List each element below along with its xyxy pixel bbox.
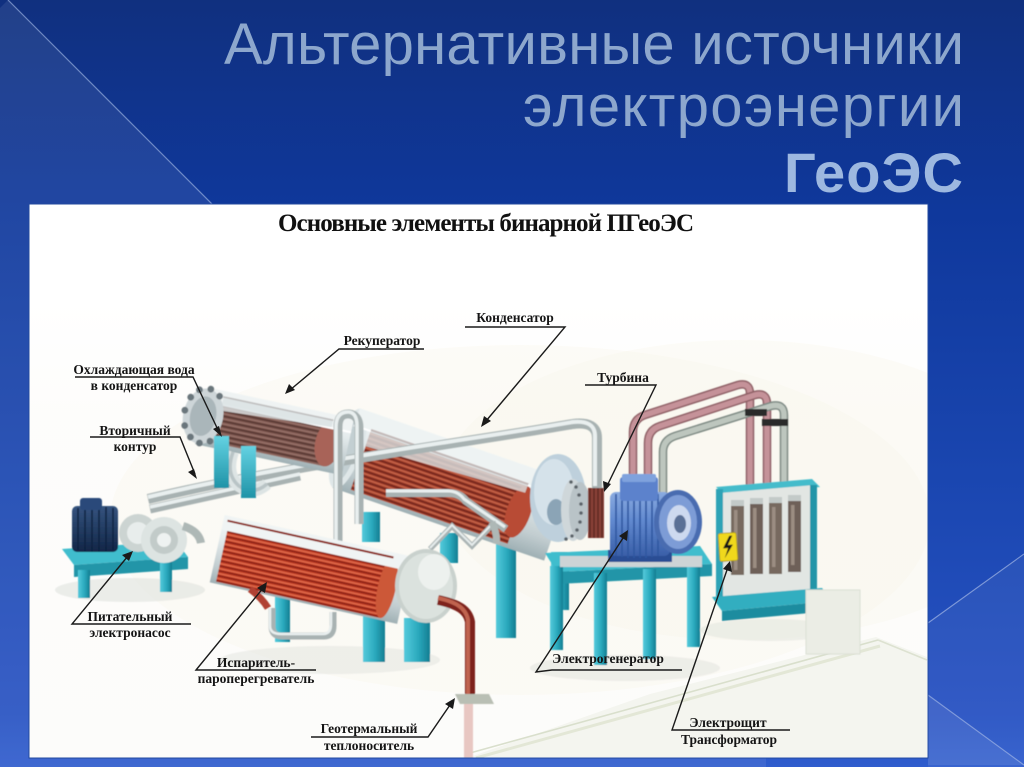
svg-text:Альтернативные источники: Альтернативные источники <box>224 12 964 77</box>
svg-text:Трансформатор: Трансформатор <box>681 732 777 747</box>
svg-text:Электрощит: Электрощит <box>689 715 767 730</box>
svg-text:Рекуператор: Рекуператор <box>344 333 421 348</box>
svg-text:ГеоЭС: ГеоЭС <box>784 141 963 204</box>
svg-text:Турбина: Турбина <box>597 370 649 385</box>
svg-text:Питательный: Питательный <box>88 609 173 624</box>
svg-text:Конденсатор: Конденсатор <box>476 310 554 325</box>
svg-text:Охлаждающая вода: Охлаждающая вода <box>73 362 194 377</box>
svg-text:Электрогенератор: Электрогенератор <box>552 651 664 666</box>
svg-text:Вторичный: Вторичный <box>99 423 170 438</box>
svg-text:Геотермальный: Геотермальный <box>321 721 418 736</box>
svg-text:пароперегреватель: пароперегреватель <box>198 671 315 686</box>
svg-text:в конденсатор: в конденсатор <box>91 378 178 393</box>
svg-text:Основные элементы бинарной ПГе: Основные элементы бинарной ПГеоЭС <box>278 210 694 237</box>
svg-text:контур: контур <box>114 439 157 454</box>
svg-text:теплоноситель: теплоноситель <box>324 738 414 753</box>
svg-text:электроэнергии: электроэнергии <box>523 74 964 139</box>
svg-text:электронасос: электронасос <box>89 625 170 640</box>
svg-text:Испаритель-: Испаритель- <box>217 655 295 670</box>
